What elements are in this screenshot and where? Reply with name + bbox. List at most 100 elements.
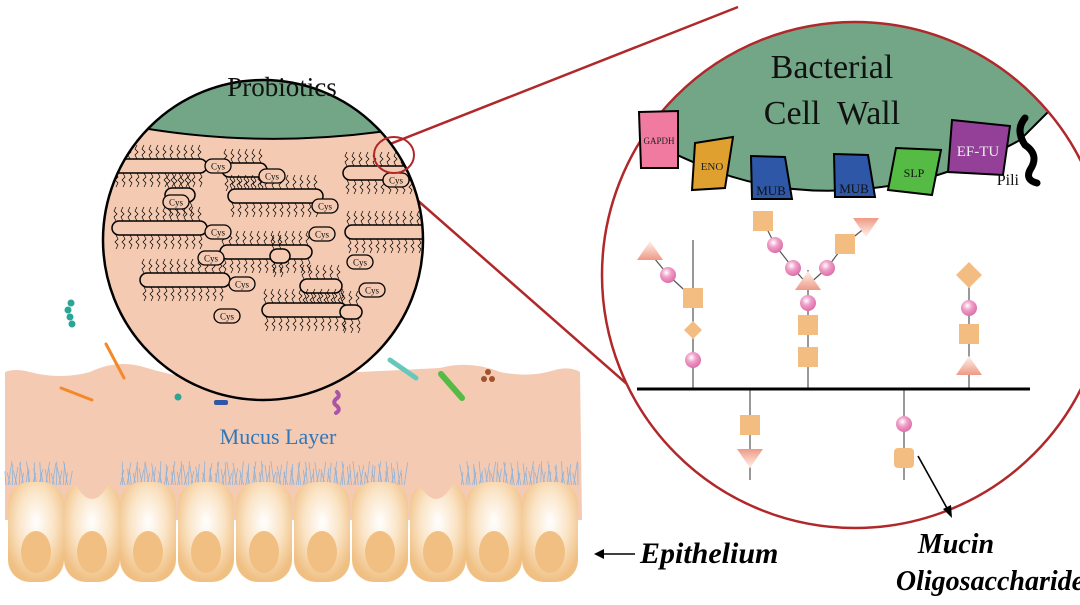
mucin-domain: [111, 220, 208, 236]
pili-appendage: [1016, 114, 1041, 187]
cys-domain: [258, 168, 286, 184]
glycan-circle: [819, 260, 835, 276]
adhesin-slp: SLP: [886, 146, 943, 197]
mucin-domain: [139, 272, 231, 288]
epithelium-pointer: [594, 549, 635, 559]
green-rod-bacterium: [438, 371, 465, 401]
mucin-label-line1: Mucin: [917, 529, 994, 560]
glycan-circle: [767, 237, 783, 253]
cys-label: Cys: [265, 172, 280, 182]
glycan-triangle: [795, 271, 821, 290]
mucin-domain: [269, 248, 291, 264]
cys-label: Cys: [220, 312, 235, 322]
cys-label: Cys: [318, 202, 333, 212]
epithelial-cell: [178, 482, 234, 582]
glycan-circle: [685, 352, 701, 368]
cys-domain: [311, 198, 339, 214]
cys-domain: [197, 250, 225, 266]
glycan-circle: [896, 416, 912, 432]
cell-nucleus: [133, 531, 163, 573]
glycan-diamond: [956, 262, 982, 288]
cys-domain: [358, 282, 386, 298]
adhesin-eno: ENO: [690, 135, 735, 192]
zoom-region-marker: [373, 136, 415, 174]
glycan-triangle-down: [737, 449, 763, 468]
glycan-square: [740, 415, 760, 435]
svg-text:GAPDH: GAPDH: [643, 136, 675, 146]
glycan-circle: [800, 295, 816, 311]
glycan-circle: [660, 267, 676, 283]
cell-nucleus: [479, 531, 509, 573]
cys-domain: [204, 224, 232, 240]
bacteria-cluster: [59, 299, 495, 415]
epithelial-cell: [120, 482, 176, 582]
svg-text:SLP: SLP: [904, 166, 925, 180]
cell-nucleus: [77, 531, 107, 573]
teal-rod-bacterium: [387, 357, 419, 381]
glycan-square: [835, 234, 855, 254]
cell-wall-label-line1: Bacterial: [771, 49, 894, 86]
teal-coccus: [174, 393, 182, 401]
mucin-domain: [219, 244, 313, 260]
teal-coccus-chain: [64, 299, 76, 328]
mucin-domain: [344, 224, 423, 240]
glycan-diamond: [684, 321, 702, 339]
adhesin-proteins: GAPDH ENO MUB MUB SLP EF-TU: [637, 109, 1012, 200]
zoom-connector-lines: [382, 5, 739, 393]
svg-text:MUB: MUB: [756, 183, 786, 198]
mucin-pointer: [917, 455, 952, 518]
cys-domain: [228, 276, 256, 292]
epithelial-cell: [236, 482, 292, 582]
blue-rod-bacterium: [214, 400, 228, 405]
cys-label: Cys: [211, 162, 226, 172]
cys-label: Cys: [204, 254, 219, 264]
cell-nucleus: [249, 531, 279, 573]
mucin-domain: [299, 278, 343, 294]
adhesin-mub-2: MUB: [832, 152, 877, 198]
mucus-layer-label: Mucus Layer: [220, 424, 337, 449]
cys-label: Cys: [211, 228, 226, 238]
cilia: [4, 460, 579, 486]
glycan-square: [959, 324, 979, 344]
glycan-triangle-down: [853, 218, 879, 237]
cys-label: Cys: [353, 258, 368, 268]
glycan-triangle: [637, 241, 663, 260]
glycan-square-rounded: [894, 448, 914, 468]
svg-text:ENO: ENO: [701, 161, 724, 173]
orange-rod-bacterium: [104, 342, 126, 380]
cell-nucleus: [365, 531, 395, 573]
purple-spirochete: [332, 390, 341, 415]
orange-rod-bacterium: [59, 386, 94, 402]
epithelial-cell: [294, 482, 350, 582]
cys-label: Cys: [315, 230, 330, 240]
svg-text:EF-TU: EF-TU: [957, 144, 1000, 160]
cys-label: Cys: [235, 280, 250, 290]
cys-domain: [308, 226, 336, 242]
epithelial-cell: [8, 482, 64, 582]
adhesin-mub-1: MUB: [749, 154, 794, 200]
glycan-circle: [785, 260, 801, 276]
epithelium: [4, 460, 579, 582]
epithelial-cell: [466, 482, 522, 582]
cys-domain: [204, 158, 232, 174]
glycan-square: [753, 211, 773, 231]
cys-domain: [346, 254, 374, 270]
glycan-square: [683, 288, 703, 308]
cys-domain: [162, 194, 190, 210]
goblet-cell-opening: [72, 478, 112, 499]
mucin-domain: [227, 188, 324, 204]
mucin-label-line2: Oligosaccharide: [896, 566, 1080, 597]
mucin-domain: [111, 158, 208, 174]
glycan-square: [798, 315, 818, 335]
cell-nucleus: [535, 531, 565, 573]
glycan-triangle: [956, 356, 982, 375]
mucin-oligosaccharide-chains: [637, 211, 982, 480]
cell-nucleus: [191, 531, 221, 573]
cys-label: Cys: [365, 286, 380, 296]
svg-text:MUB: MUB: [839, 181, 869, 196]
cell-nucleus: [21, 531, 51, 573]
glycan-square: [798, 347, 818, 367]
adhesin-gapdh: GAPDH: [637, 109, 679, 169]
